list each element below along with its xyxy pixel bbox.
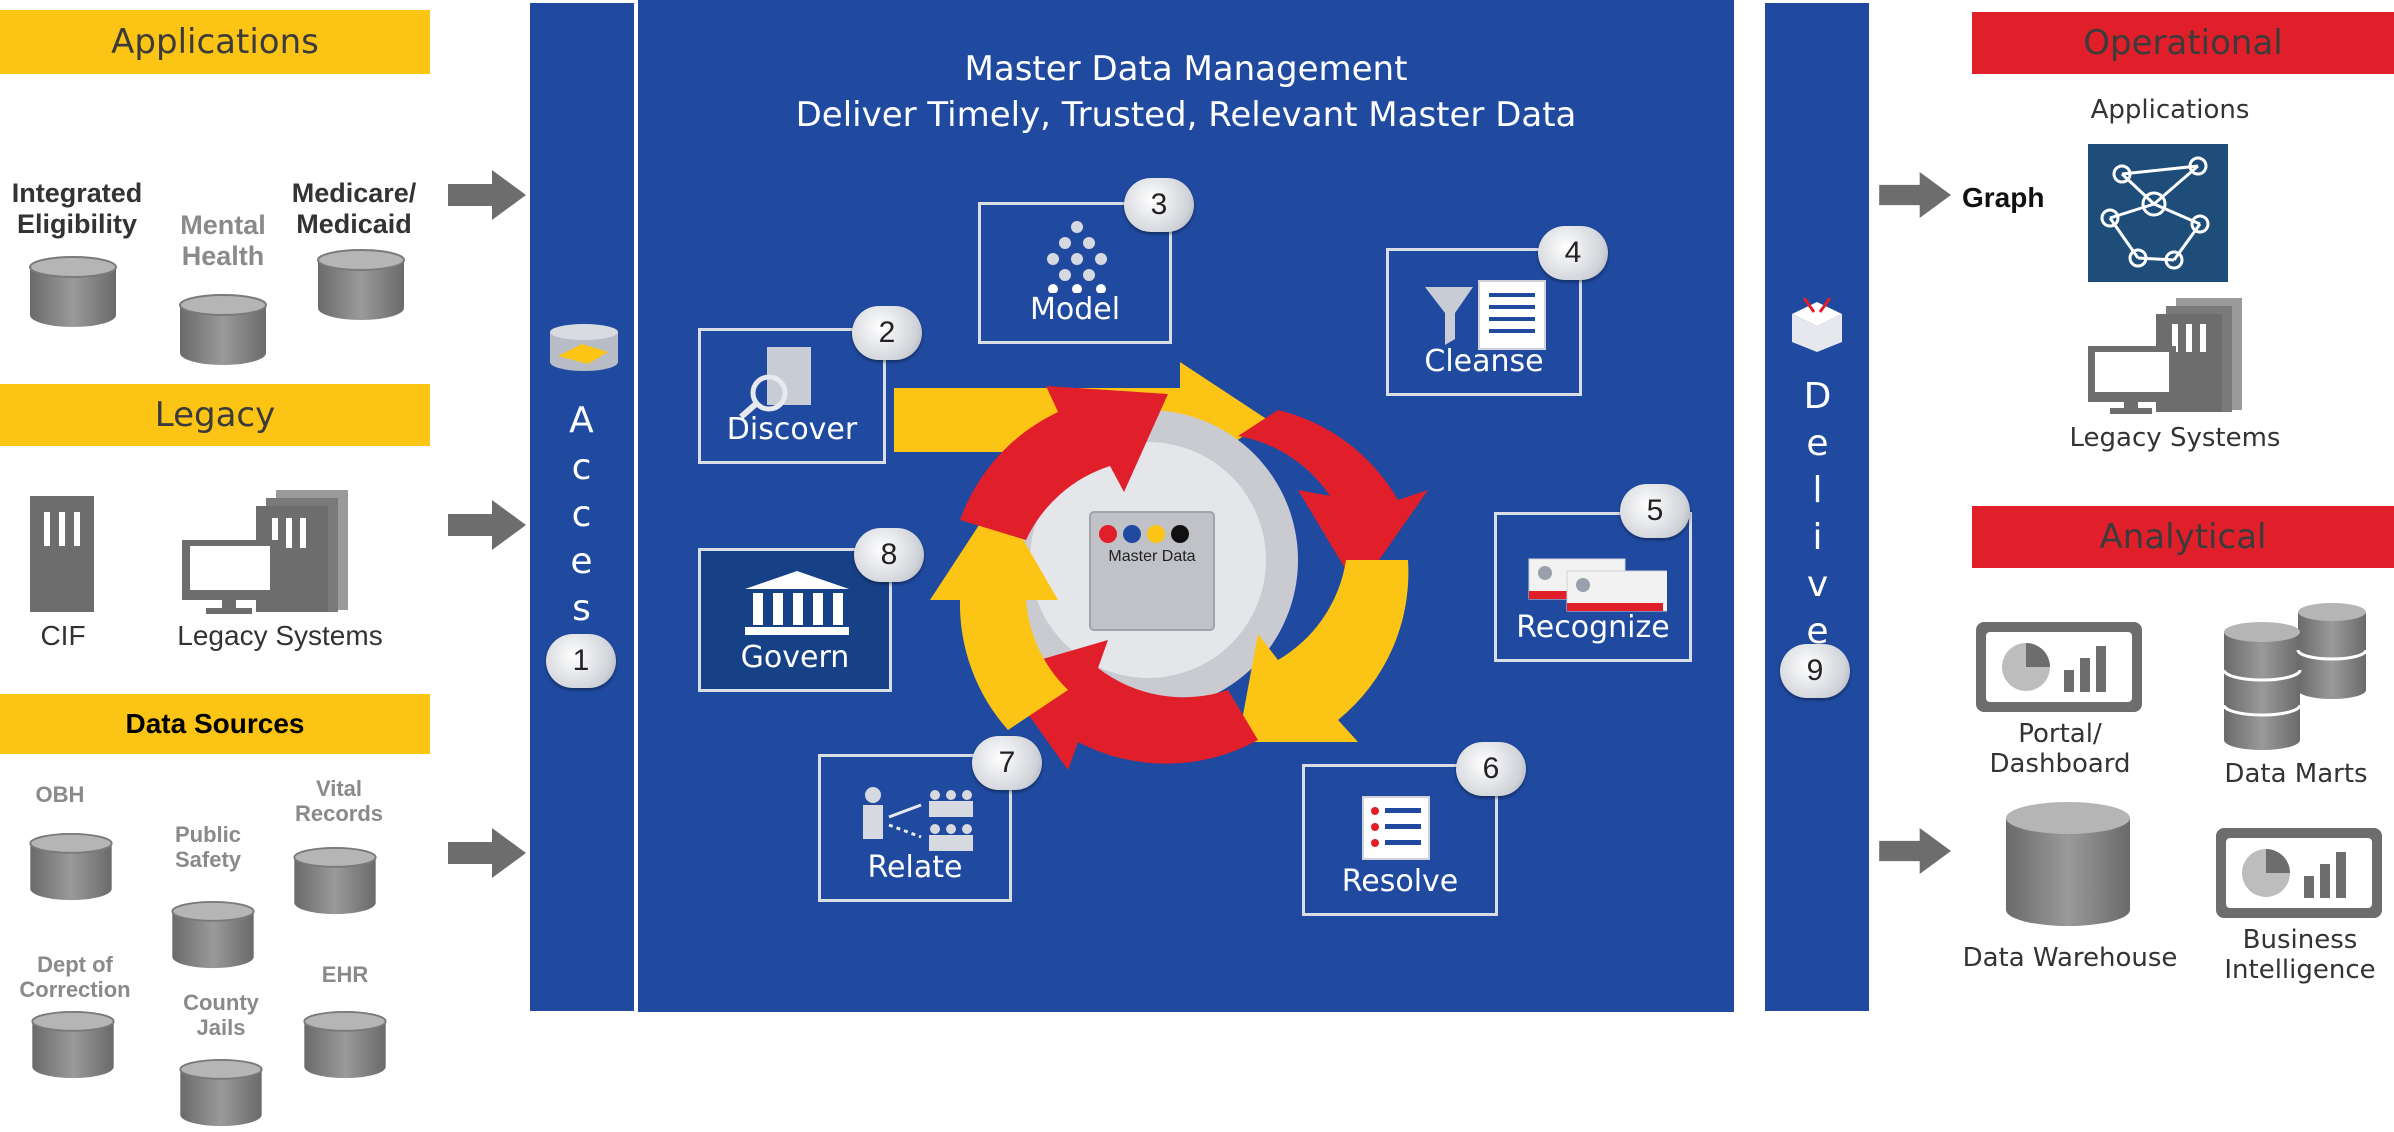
discover-icon (739, 347, 811, 419)
step-6-number: 6 (1482, 752, 1500, 785)
mental-health-database-icon (178, 293, 268, 367)
step-6-badge: 6 (1456, 742, 1526, 796)
govern-icon (745, 571, 849, 635)
legacy-systems-computer-icon (182, 490, 348, 614)
access-step-number: 1 (572, 644, 590, 677)
integrated-eligibility-database-icon (28, 255, 118, 329)
medicare-medicaid-database-icon (316, 248, 406, 322)
recognize-label: Recognize (1516, 610, 1670, 645)
graph-network-icon (2088, 144, 2228, 282)
legacy-header-text: Legacy (154, 395, 276, 435)
mental-health-label: Mental Health (180, 210, 266, 272)
vital-records-label: Vital Records (294, 776, 384, 827)
relate-label: Relate (867, 850, 963, 885)
step-discover: Discover (698, 328, 886, 464)
mdm-title-line2: Deliver Timely, Trusted, Relevant Master… (795, 95, 1577, 135)
legacy-header: Legacy (0, 384, 430, 446)
data-marts-label: Data Marts (2224, 759, 2368, 789)
data-marts-icon (2222, 603, 2368, 750)
step-4-number: 4 (1564, 236, 1582, 269)
public-safety-label: Public Safety (174, 822, 242, 873)
discover-label: Discover (726, 412, 858, 447)
resolve-icon (1362, 796, 1430, 860)
step-8-number: 8 (880, 538, 898, 571)
data-sources-header: Data Sources (0, 694, 430, 754)
obh-database-icon (28, 832, 114, 902)
relate-icon (863, 787, 973, 851)
model-icon (1047, 221, 1107, 293)
cif-server-icon (30, 496, 94, 612)
access-step-badge: 1 (546, 634, 616, 688)
vital-records-database-icon (292, 846, 378, 916)
public-safety-database-icon (170, 900, 256, 970)
dept-of-correction-database-icon (30, 1010, 116, 1080)
step-2-badge: 2 (852, 306, 922, 360)
operational-arrow-icon (1878, 172, 1954, 218)
analytical-arrow-icon (1878, 828, 1954, 874)
resolve-label: Resolve (1341, 864, 1459, 899)
data-sources-arrow-icon (448, 828, 528, 878)
data-warehouse-icon (2006, 802, 2130, 926)
model-label: Model (1029, 292, 1121, 327)
obh-label: OBH (35, 782, 85, 807)
portal-dashboard-label: Portal/ Dashboard (1989, 719, 2131, 779)
ehr-database-icon (302, 1010, 388, 1080)
step-2-number: 2 (878, 316, 896, 349)
govern-label: Govern (740, 640, 850, 675)
deliver-bar (1762, 0, 1872, 1014)
recognize-icon (1528, 558, 1667, 612)
cleanse-icon (1425, 280, 1546, 350)
dept-of-correction-label: Dept of Correction (19, 952, 131, 1003)
step-relate: Relate (818, 754, 1012, 902)
business-intelligence-label: Business Intelligence (2224, 925, 2376, 985)
master-data-label: Master Data (1108, 548, 1196, 565)
graph-label: Graph (1962, 182, 2045, 213)
step-7-badge: 7 (972, 736, 1042, 790)
integrated-eligibility-label: Integrated Eligibility (11, 178, 143, 240)
analytical-header: Analytical (1972, 506, 2394, 568)
step-4-badge: 4 (1538, 226, 1608, 280)
county-jails-database-icon (178, 1058, 264, 1128)
mdm-title-line1: Master Data Management (964, 49, 1408, 89)
deliver-box-icon (1792, 297, 1842, 352)
step-7-number: 7 (998, 746, 1016, 779)
applications-header: Applications (0, 10, 430, 74)
mdm-title: Master Data Management Deliver Timely, T… (638, 46, 1734, 138)
data-warehouse-label: Data Warehouse (1962, 943, 2178, 973)
legacy-arrow-icon (448, 500, 528, 550)
step-model: Model (978, 202, 1172, 344)
step-8-badge: 8 (854, 528, 924, 582)
step-recognize: Recognize (1494, 512, 1692, 662)
mdm-cycle-diagram (894, 362, 1428, 770)
step-3-number: 3 (1150, 188, 1168, 221)
operational-legacy-systems-icon (2088, 298, 2242, 414)
ehr-label: EHR (321, 962, 369, 987)
applications-header-text: Applications (111, 22, 319, 62)
access-database-icon (550, 324, 618, 371)
operational-legacy-systems-label: Legacy Systems (2069, 423, 2281, 453)
analytical-header-text: Analytical (2099, 517, 2267, 557)
step-5-number: 5 (1646, 494, 1664, 527)
step-resolve: Resolve (1302, 764, 1498, 916)
operational-header: Operational (1972, 12, 2394, 74)
step-3-badge: 3 (1124, 178, 1194, 232)
step-cleanse: Cleanse (1386, 248, 1582, 396)
step-5-badge: 5 (1620, 484, 1690, 538)
operational-applications-label: Applications (2090, 95, 2250, 125)
legacy-systems-label: Legacy Systems (177, 620, 383, 651)
applications-arrow-icon (448, 170, 528, 220)
county-jails-label: County Jails (183, 990, 259, 1041)
deliver-step-number: 9 (1806, 654, 1824, 687)
business-intelligence-icon (2216, 828, 2382, 918)
operational-header-text: Operational (2083, 23, 2283, 63)
deliver-step-badge: 9 (1780, 644, 1850, 698)
portal-dashboard-icon (1976, 622, 2142, 712)
access-bar (527, 0, 637, 1014)
data-sources-header-text: Data Sources (125, 708, 305, 739)
medicare-medicaid-label: Medicare/ Medicaid (291, 178, 417, 240)
cif-label: CIF (40, 620, 86, 651)
cleanse-label: Cleanse (1424, 344, 1544, 379)
